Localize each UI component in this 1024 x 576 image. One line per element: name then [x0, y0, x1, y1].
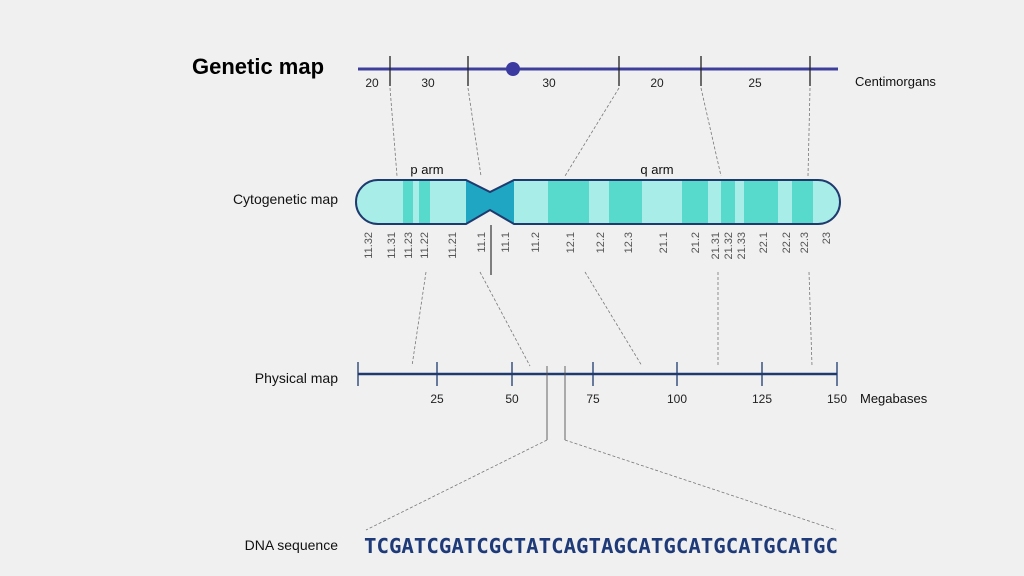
p-arm-label: p arm	[410, 162, 443, 177]
physical-tick-label: 50	[505, 392, 519, 406]
band-label: 11.2	[530, 232, 542, 253]
band-dark	[682, 180, 708, 224]
band-dark	[609, 180, 642, 224]
connector-line	[411, 271, 427, 367]
connector-line	[564, 439, 837, 531]
band-label: 12.1	[565, 232, 577, 253]
genetic-map-unit: Centimorgans	[855, 74, 936, 89]
dna-sequence-label: DNA sequence	[245, 537, 339, 553]
dna-sequence: TCGATCGATCGCTATCAGTAGCATGCATGCATGCATGC	[364, 534, 838, 558]
band-dark	[721, 180, 735, 224]
band-light	[356, 180, 403, 224]
band-label: 11.1	[500, 232, 512, 253]
connector-line	[564, 87, 620, 177]
band-light	[778, 180, 792, 224]
band-label: 21.1	[658, 232, 670, 253]
band-label: 23	[821, 232, 833, 244]
genetic-interval-label: 30	[421, 76, 435, 90]
chromosome-outline	[355, 179, 841, 225]
band-label: 11.21	[447, 232, 459, 259]
band-light	[430, 180, 466, 224]
connector-line	[479, 271, 531, 367]
band-label: 21.31	[710, 232, 722, 260]
band-label: 11.1	[476, 232, 488, 253]
chromosome-bands	[356, 180, 840, 224]
physical-to-dna-connectors	[365, 439, 837, 531]
band-light	[514, 180, 548, 224]
band-label: 11.31	[386, 232, 398, 259]
connector-line	[389, 87, 398, 177]
band-label: 21.2	[690, 232, 702, 253]
cytogenetic-to-physical-connectors	[411, 271, 813, 367]
connector-line	[807, 87, 811, 177]
connector-line	[467, 87, 482, 177]
band-light	[708, 180, 721, 224]
genetic-interval-label: 25	[748, 76, 762, 90]
connector-line	[584, 271, 643, 367]
band-label: 11.22	[419, 232, 431, 259]
genetic-map-ticks	[389, 56, 811, 86]
band-light	[642, 180, 682, 224]
physical-tick-label: 100	[667, 392, 687, 406]
connector-line	[365, 439, 548, 531]
genetic-interval-label: 30	[542, 76, 556, 90]
connector-line	[808, 271, 813, 367]
band-light	[413, 180, 419, 224]
physical-tick-label: 75	[586, 392, 600, 406]
q-arm-label: q arm	[640, 162, 673, 177]
zoom-bracket	[546, 366, 566, 440]
cytogenetic-map-label: Cytogenetic map	[233, 191, 338, 207]
connector-line	[700, 87, 722, 177]
band-label: 11.23	[403, 232, 415, 259]
band-labels: 11.32 11.31 11.23 11.22 11.21 11.1 11.1 …	[363, 232, 833, 260]
band-label: 22.2	[781, 232, 793, 253]
band-label: 22.3	[799, 232, 811, 253]
centromere-marker	[506, 62, 520, 76]
band-label: 12.3	[623, 232, 635, 253]
physical-map-unit: Megabases	[860, 391, 928, 406]
band-dark	[548, 180, 589, 224]
physical-tick-label: 125	[752, 392, 772, 406]
band-label: 12.2	[595, 232, 607, 253]
physical-tick-label: 150	[827, 392, 847, 406]
band-label: 21.32	[723, 232, 735, 260]
physical-map-label: Physical map	[255, 370, 338, 386]
band-light	[589, 180, 609, 224]
band-light	[735, 180, 744, 224]
genetic-interval-label: 20	[365, 76, 379, 90]
physical-tick-label: 25	[430, 392, 444, 406]
band-label: 22.1	[758, 232, 770, 253]
band-dark	[744, 180, 778, 224]
genetic-map-title: Genetic map	[192, 54, 324, 79]
genetic-interval-label: 20	[650, 76, 664, 90]
band-dark	[792, 180, 813, 224]
physical-map-ticks	[357, 362, 838, 386]
band-label: 11.32	[363, 232, 375, 259]
band-light	[813, 180, 840, 224]
band-label: 21.33	[736, 232, 748, 260]
genetic-to-cytogenetic-connectors	[389, 87, 811, 177]
